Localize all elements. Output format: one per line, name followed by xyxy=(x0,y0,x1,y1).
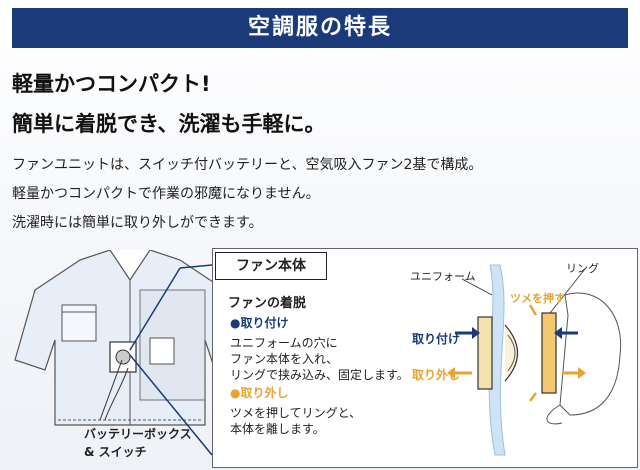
attach-arrow-label: 取り付け xyxy=(412,332,461,346)
battery-label-line-2: & スイッチ xyxy=(84,445,147,459)
hand-icon xyxy=(559,292,622,416)
page-title: 空調服の特長 xyxy=(12,8,628,48)
headline-2: 簡単に着脱でき、洗濯も手軽に。 xyxy=(12,112,326,136)
description-line-2: 軽量かつコンパクトで作業の邪魔になりません。 xyxy=(12,186,320,202)
battery-box-label: バッテリーボックス & スイッチ xyxy=(84,425,192,461)
remove-title: ●取り外し xyxy=(230,386,289,400)
remove-desc-1: ツメを押してリングと、 xyxy=(230,406,362,420)
description-line-1: ファンユニットは、スイッチ付バッテリーと、空気吸入ファン2基で構成。 xyxy=(12,157,483,173)
attach-title: ●取り付け xyxy=(230,316,289,330)
fan-diagram xyxy=(447,264,622,456)
battery-label-line-1: バッテリーボックス xyxy=(84,427,192,441)
remove-arrow-label: 取り外し xyxy=(412,368,461,382)
push-claw-label: ツメを押す xyxy=(510,292,565,305)
fan-body-tab: ファン本体 xyxy=(215,252,327,280)
description-line-3: 洗濯時には簡単に取り外しができます。 xyxy=(12,215,263,231)
fan-body-icon xyxy=(477,316,493,390)
attach-desc-2: ファン本体を入れ、 xyxy=(230,352,339,366)
headline-1: 軽量かつコンパクト! xyxy=(12,72,211,96)
attach-desc-1: ユニフォームの穴に xyxy=(230,336,338,350)
ring-icon xyxy=(541,312,557,394)
fan-attach-heading: ファンの着脱 xyxy=(228,296,307,311)
attach-desc-3: リングで挟み込み、固定します。 xyxy=(230,368,409,382)
uniform-label: ユニフォーム xyxy=(410,270,476,283)
ring-label: リング xyxy=(566,262,599,275)
remove-desc-2: 本体を離します。 xyxy=(230,422,325,436)
